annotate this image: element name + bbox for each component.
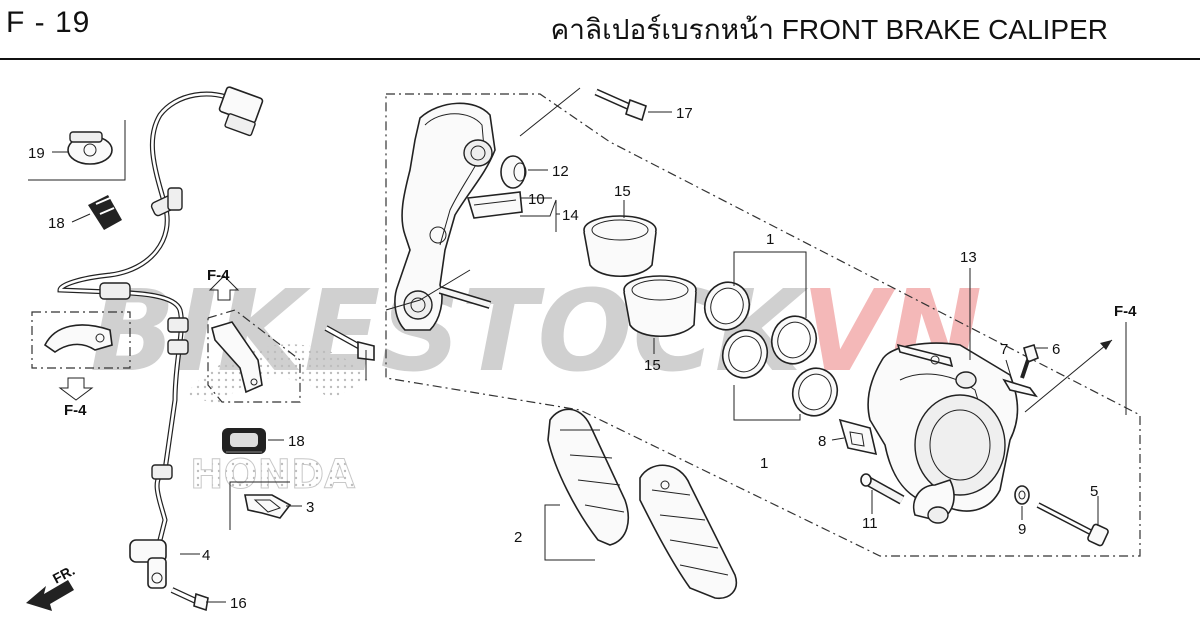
caliper-bracket — [394, 102, 496, 331]
callout-1-top: 1 — [766, 231, 774, 248]
pin-boot-12 — [500, 155, 527, 189]
watermark-brand: BIKESTOCK — [90, 267, 809, 397]
callout-9: 9 — [1018, 521, 1026, 538]
cable-grommet-5 — [151, 464, 173, 480]
leader-lines — [52, 111, 1099, 603]
front-label: FR. — [50, 562, 77, 587]
pad-retainer-8 — [838, 418, 878, 456]
caliper-piston-15-top — [583, 215, 657, 277]
callout-4: 4 — [202, 547, 210, 564]
cable-grommet-3 — [167, 317, 189, 333]
caliper-body — [867, 342, 1019, 524]
cable-grommet-2 — [99, 282, 131, 300]
callout-1-bottom: 1 — [760, 455, 768, 472]
arrow-f4-right-icon — [1100, 340, 1112, 350]
arrow-down-icon — [58, 377, 94, 401]
header-divider — [0, 58, 1200, 60]
callout-18-upper: 18 — [48, 215, 65, 232]
clip-7 — [1002, 378, 1038, 398]
cable-clip-19 — [28, 120, 126, 181]
callout-14: 14 — [562, 207, 579, 224]
callout-2: 2 — [514, 529, 522, 546]
bracket-ref-box-center — [207, 275, 301, 403]
pad-spring-10 — [466, 191, 523, 219]
washer-9 — [1014, 485, 1030, 505]
callout-5: 5 — [1090, 483, 1098, 500]
ref-f4-right: F-4 — [1114, 303, 1137, 320]
callout-16: 16 — [230, 595, 247, 612]
sensor-cable-group — [57, 86, 264, 612]
callout-8: 8 — [818, 433, 826, 450]
watermark: BIKESTOCKVN HONDA — [90, 267, 982, 499]
pad-pin-5 — [1036, 502, 1109, 547]
cable-clamp-18-upper — [88, 195, 122, 230]
sensor-bolt — [170, 587, 209, 612]
ref-f4-top-left: F-4 — [207, 267, 230, 284]
cable-clamp-18-lower — [222, 428, 266, 454]
callout-17: 17 — [676, 105, 693, 122]
sensor-connector — [218, 86, 264, 137]
brake-pad-inner — [547, 408, 629, 546]
callout-10: 10 — [528, 191, 545, 208]
callout-11: 11 — [862, 515, 878, 532]
wheel-speed-sensor — [129, 539, 167, 589]
page-title: คาลิเปอร์เบรกหน้า FRONT BRAKE CALIPER — [550, 14, 1108, 45]
callout-3: 3 — [306, 499, 314, 516]
callout-7: 7 — [1000, 341, 1008, 358]
assembly-boundary — [385, 93, 1141, 557]
caliper-mount-bolt-center — [324, 325, 375, 380]
bleed-valve-11 — [860, 473, 905, 505]
cable-clip-3 — [229, 481, 292, 530]
brake-pad-outer — [639, 464, 737, 600]
honda-logo-text: HONDA — [190, 452, 355, 498]
caliper-mount-bolt-17 — [594, 88, 647, 122]
callout-12: 12 — [552, 163, 569, 180]
callout-numbers: 19 18 4 16 18 3 17 12 10 14 15 15 1 1 2 … — [28, 105, 1098, 612]
cable-grommet-4 — [167, 339, 189, 355]
front-direction-marker: FR. — [26, 562, 77, 611]
cable-clamp — [167, 187, 183, 211]
callout-19: 19 — [28, 145, 45, 162]
bolt-6 — [1020, 344, 1039, 379]
bracket-ref-box-left — [31, 311, 131, 401]
callout-18-lower: 18 — [288, 433, 305, 450]
arrow-f4-right-line — [1024, 339, 1113, 413]
figure-code: F - 19 — [6, 6, 91, 39]
ref-f4-bottom-left: F-4 — [64, 402, 87, 419]
piston-seals-1 — [703, 281, 839, 417]
caliper-piston-15-bottom — [623, 275, 697, 337]
arrow-up-icon — [208, 275, 240, 301]
front-arrow-icon — [26, 580, 74, 611]
callout-15-top: 15 — [614, 183, 631, 200]
callout-6: 6 — [1052, 341, 1060, 358]
callout-13: 13 — [960, 249, 977, 266]
callout-15-bottom: 15 — [644, 357, 661, 374]
